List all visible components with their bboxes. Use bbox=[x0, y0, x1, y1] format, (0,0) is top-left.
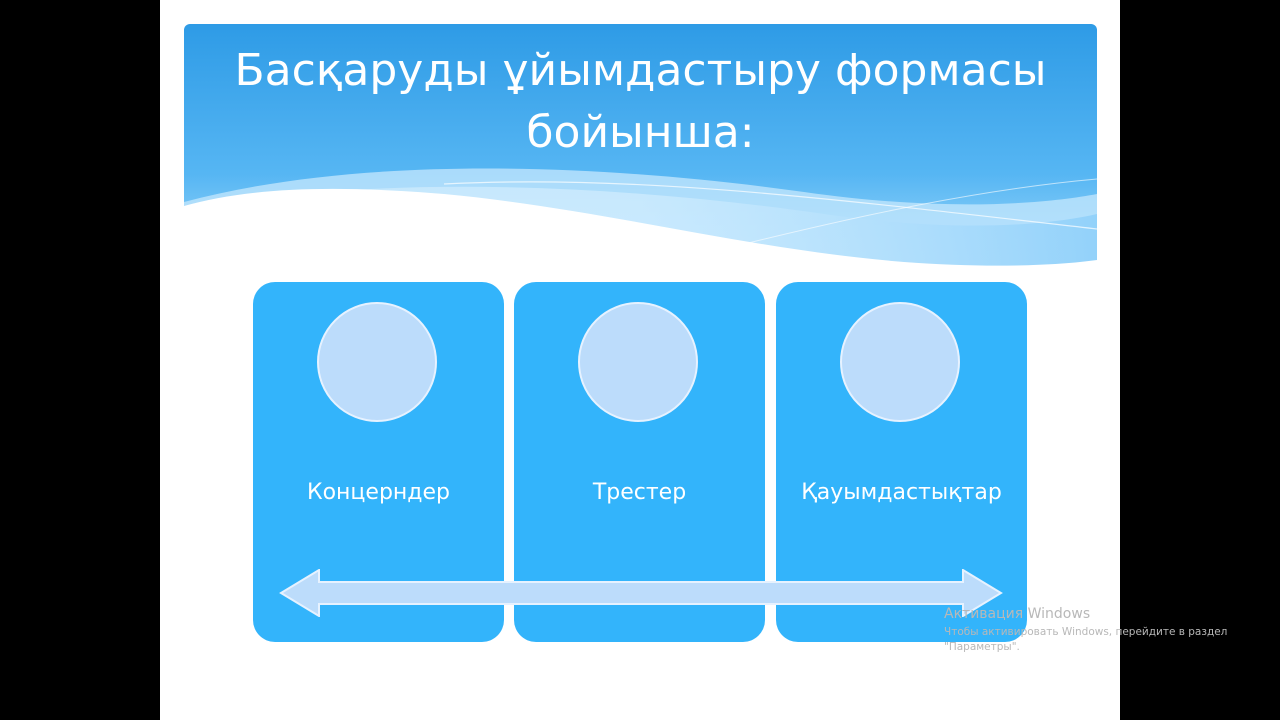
watermark-title: Активация Windows bbox=[944, 606, 1091, 622]
card-circle bbox=[840, 302, 960, 422]
header-wave-banner bbox=[184, 24, 1097, 274]
card-circle bbox=[578, 302, 698, 422]
card-label: Трестер bbox=[592, 480, 687, 505]
windows-activation-watermark: Активация Windows Чтобы активировать Win… bbox=[944, 605, 1274, 655]
watermark-line-1: Чтобы активировать Windows, перейдите в … bbox=[944, 626, 1228, 638]
double-arrow-icon bbox=[279, 569, 1003, 617]
slide-title: Басқаруды ұйымдастыру формасы бойынша: bbox=[234, 45, 1047, 158]
card-circle bbox=[317, 302, 437, 422]
card-label: Қауымдастықтар bbox=[801, 480, 1002, 505]
watermark-line-2: "Параметры". bbox=[944, 641, 1020, 653]
wave-graphic bbox=[184, 24, 1097, 274]
card-label: Концерндер bbox=[306, 480, 451, 505]
slide: Басқаруды ұйымдастыру формасы бойынша: К… bbox=[160, 0, 1120, 720]
